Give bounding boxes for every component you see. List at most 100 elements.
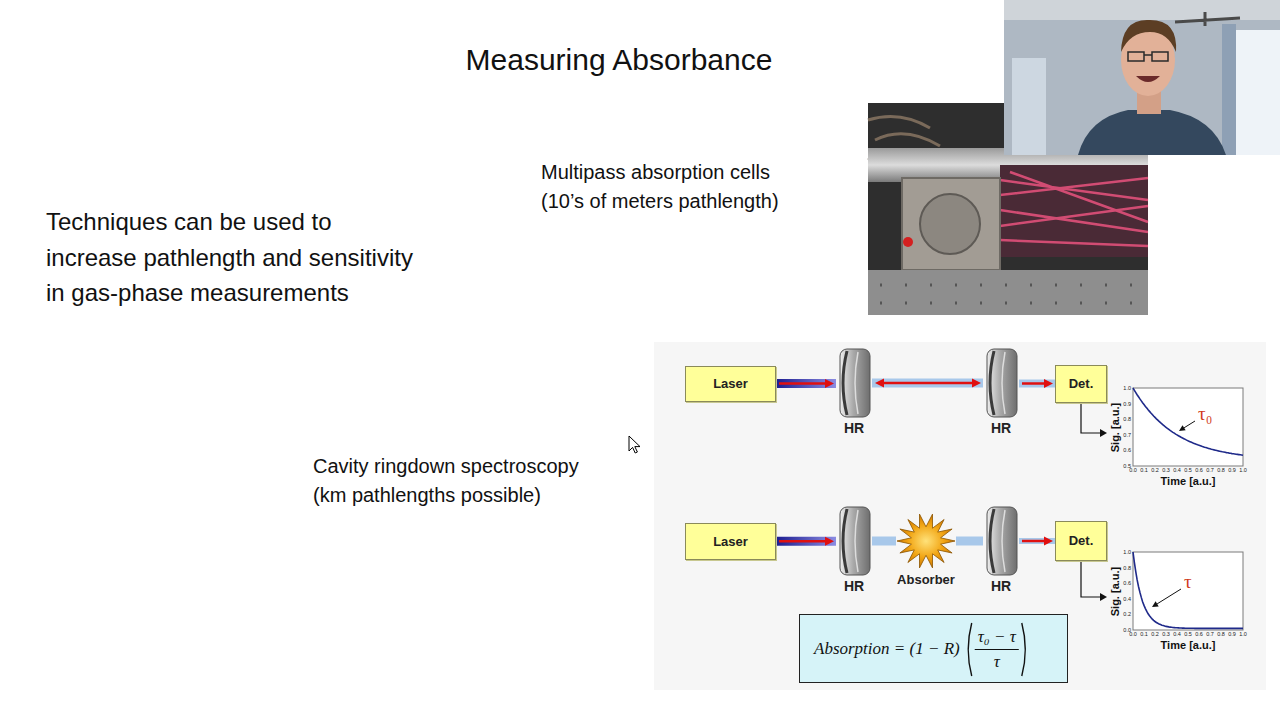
tick-label: 0.4 <box>1123 596 1131 602</box>
signal-arrow <box>1081 561 1101 597</box>
tick-label: 0.6 <box>1123 580 1131 586</box>
tick-label: 0.5 <box>1184 631 1192 637</box>
webcam-person-mouth <box>1136 76 1160 82</box>
beam-connector <box>1019 379 1055 388</box>
tick-label: 0.3 <box>1162 631 1170 637</box>
absorber-node: Absorber <box>890 513 962 585</box>
mirror-node: HR <box>977 506 1025 596</box>
absorber-label: Absorber <box>890 571 962 588</box>
tick-label: 0.8 <box>1217 631 1225 637</box>
device-box: Laser <box>685 523 776 560</box>
device-label: Laser <box>713 534 748 550</box>
arrow-head <box>875 379 884 388</box>
mirror-face <box>843 509 847 573</box>
time-constant-label: τ₀ <box>1198 404 1212 424</box>
axis-label: Time [a.u.] <box>1161 475 1216 488</box>
bracket-open <box>968 623 972 676</box>
arrow-head <box>1152 601 1159 607</box>
tick-label: 0.2 <box>1151 467 1159 473</box>
axis-label: Sig. [a.u.] <box>1110 402 1123 452</box>
beam-direction-arrow <box>779 382 826 385</box>
formula-box: Absorption = (1 − R) τ₀ − τ τ <box>799 614 1068 683</box>
graph-frame <box>1133 552 1243 630</box>
webcam-ceiling-fan <box>1175 12 1240 26</box>
mirror-symbol <box>836 506 872 576</box>
mirror-rim <box>1002 510 1005 572</box>
arrow-head <box>1179 425 1186 431</box>
laser-beam <box>776 537 836 546</box>
webcam-right-window <box>1232 30 1280 155</box>
tick-label: 0.8 <box>1123 416 1131 422</box>
arrow-head <box>1044 537 1053 546</box>
body-text: Multipass absorption cells (10’s of mete… <box>541 158 786 216</box>
beam-connector <box>1019 537 1055 546</box>
beam-connector <box>956 537 983 546</box>
device-box: Det. <box>1055 521 1107 561</box>
tick-label: 0.4 <box>1173 467 1181 473</box>
absorber-starburst <box>897 514 955 568</box>
mirror-body <box>987 507 1017 575</box>
laser-beam <box>872 379 983 388</box>
photo-glass-cell <box>1000 165 1148 257</box>
tick-label: 0.9 <box>1123 401 1131 407</box>
graph-frame <box>1133 388 1243 466</box>
leader-line <box>1157 589 1181 604</box>
webcam-person-shirt <box>1078 110 1226 155</box>
mirror-body <box>987 349 1017 417</box>
formula-text: Absorption = (1 − R) <box>814 639 960 659</box>
webcam-feed <box>1004 0 1280 155</box>
tick-label: 0.3 <box>1162 467 1170 473</box>
webcam-wall <box>1004 0 1280 155</box>
beam-connector <box>872 537 896 546</box>
webcam-person-hair <box>1121 20 1176 52</box>
beam-connector <box>872 379 983 388</box>
tick-label: 0.0 <box>1129 631 1137 637</box>
mirror-node: HR <box>977 348 1025 438</box>
tick-label: 0.5 <box>1184 467 1192 473</box>
mirror-rim <box>1002 352 1005 414</box>
arrow-head <box>972 379 981 388</box>
tick-label: 0.1 <box>1140 467 1148 473</box>
mirror-rim <box>855 510 858 572</box>
mirror-label: HR <box>830 578 878 595</box>
webcam-curtain <box>1222 24 1236 155</box>
tick-label: 0.0 <box>1129 467 1137 473</box>
mirror-rim <box>855 352 858 414</box>
diagram-panel <box>654 342 1266 690</box>
beam-connector <box>776 537 836 546</box>
photo-table-holes <box>880 285 1132 303</box>
tick-label: 0.6 <box>1195 467 1203 473</box>
tick-label: 0.7 <box>1123 432 1131 438</box>
ringdown-graphs <box>1081 388 1243 630</box>
arrow-head <box>825 537 834 546</box>
tick-label: 0.7 <box>1206 631 1214 637</box>
body-text: Techniques can be used to increase pathl… <box>46 204 424 311</box>
tick-label: 1.0 <box>1239 467 1247 473</box>
formula-denominator: τ <box>994 652 1000 672</box>
mirror-face <box>843 351 847 415</box>
time-constant-label: τ <box>1184 572 1192 592</box>
mirror-symbol <box>983 348 1019 418</box>
device-label: Det. <box>1069 376 1094 392</box>
mirror-label: HR <box>977 420 1025 437</box>
axis-label: Time [a.u.] <box>1161 639 1216 652</box>
mirror-label: HR <box>830 420 878 437</box>
mirror-node: HR <box>830 506 878 596</box>
tick-label: 0.9 <box>1228 467 1236 473</box>
absorber-symbol <box>896 513 956 569</box>
photo-flange <box>902 178 1000 270</box>
mirror-label: HR <box>977 578 1025 595</box>
arrow-head <box>825 379 834 388</box>
mirror-symbol <box>983 506 1019 576</box>
beam-direction-arrow <box>779 540 826 543</box>
beam-direction-arrow <box>1022 540 1045 543</box>
photo-flange-disc <box>920 194 980 254</box>
mirror-face <box>990 351 994 415</box>
formula-numerator: τ₀ − τ <box>978 627 1016 647</box>
arrow-head <box>1100 429 1107 437</box>
tick-label: 0.8 <box>1123 565 1131 571</box>
arrow-head <box>1100 593 1107 601</box>
decay-curve <box>1133 552 1243 628</box>
mirror-body <box>840 507 870 575</box>
